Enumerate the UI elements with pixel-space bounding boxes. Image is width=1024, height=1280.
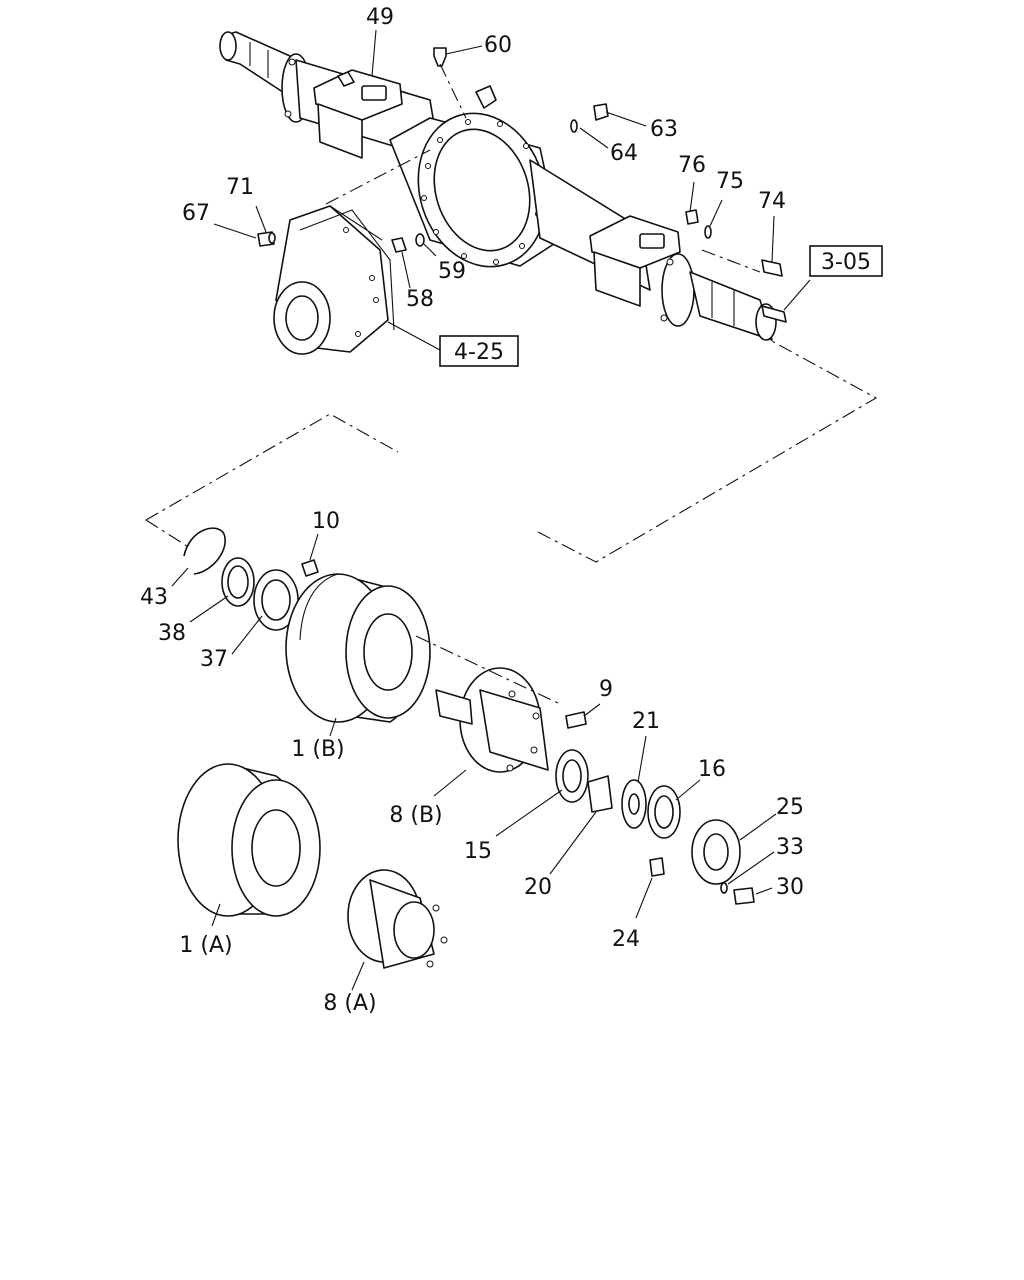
callout-16: 16 — [698, 757, 726, 782]
reference-box-3-05[interactable]: 3-05 — [809, 245, 883, 277]
callout-38: 38 — [158, 621, 186, 646]
reference-label: 3-05 — [821, 250, 871, 275]
oil-seal — [221, 557, 255, 607]
hub-seal — [647, 785, 681, 839]
callout-9: 9 — [599, 677, 613, 702]
axle-housing — [219, 31, 777, 341]
hub-nut — [301, 559, 319, 577]
bearing — [253, 569, 299, 631]
callout-10: 10 — [312, 509, 340, 534]
wheel-hub-a — [347, 869, 448, 969]
callout-1-b: 1 (B) — [291, 737, 344, 762]
spacer — [587, 775, 613, 813]
callout-63: 63 — [650, 117, 678, 142]
leader-lines — [171, 29, 811, 991]
callout-59: 59 — [438, 259, 466, 284]
callout-33: 33 — [776, 835, 804, 860]
callout-30: 30 — [776, 875, 804, 900]
callout-25: 25 — [776, 795, 804, 820]
callout-64: 64 — [610, 141, 638, 166]
callout-43: 43 — [140, 585, 168, 610]
snap-ring — [183, 527, 226, 575]
hub-cap — [691, 819, 741, 885]
cap-bolt — [733, 887, 755, 905]
callout-71: 71 — [226, 175, 254, 200]
callout-58: 58 — [406, 287, 434, 312]
callout-37: 37 — [200, 647, 228, 672]
reference-label: 4-25 — [454, 340, 504, 365]
hub-flange — [621, 779, 647, 829]
differential-carrier — [273, 205, 395, 355]
callout-24: 24 — [612, 927, 640, 952]
hub-bearing — [555, 749, 589, 803]
callout-74: 74 — [758, 189, 786, 214]
callout-49: 49 — [366, 5, 394, 30]
callout-labels: 49 60 63 64 76 75 74 71 67 59 58 10 43 3… — [140, 5, 804, 1016]
callout-67: 67 — [182, 201, 210, 226]
callout-60: 60 — [484, 33, 512, 58]
flange-bolt — [649, 857, 665, 877]
small-hardware-top — [257, 47, 787, 323]
callout-1-a: 1 (A) — [179, 933, 232, 958]
callout-76: 76 — [678, 153, 706, 178]
wheel-hub-b — [435, 667, 549, 773]
callout-15: 15 — [464, 839, 492, 864]
callout-8-b: 8 (B) — [389, 803, 442, 828]
callout-8-a: 8 (A) — [323, 991, 376, 1016]
wheel-stud — [565, 711, 587, 729]
callout-75: 75 — [716, 169, 744, 194]
brake-drum-b — [285, 573, 431, 723]
connection-lines — [145, 63, 878, 705]
reference-box-4-25[interactable]: 4-25 — [439, 335, 519, 367]
cap-washer — [720, 882, 728, 894]
callout-21: 21 — [632, 709, 660, 734]
brake-drum-a — [177, 763, 321, 917]
callout-20: 20 — [524, 875, 552, 900]
